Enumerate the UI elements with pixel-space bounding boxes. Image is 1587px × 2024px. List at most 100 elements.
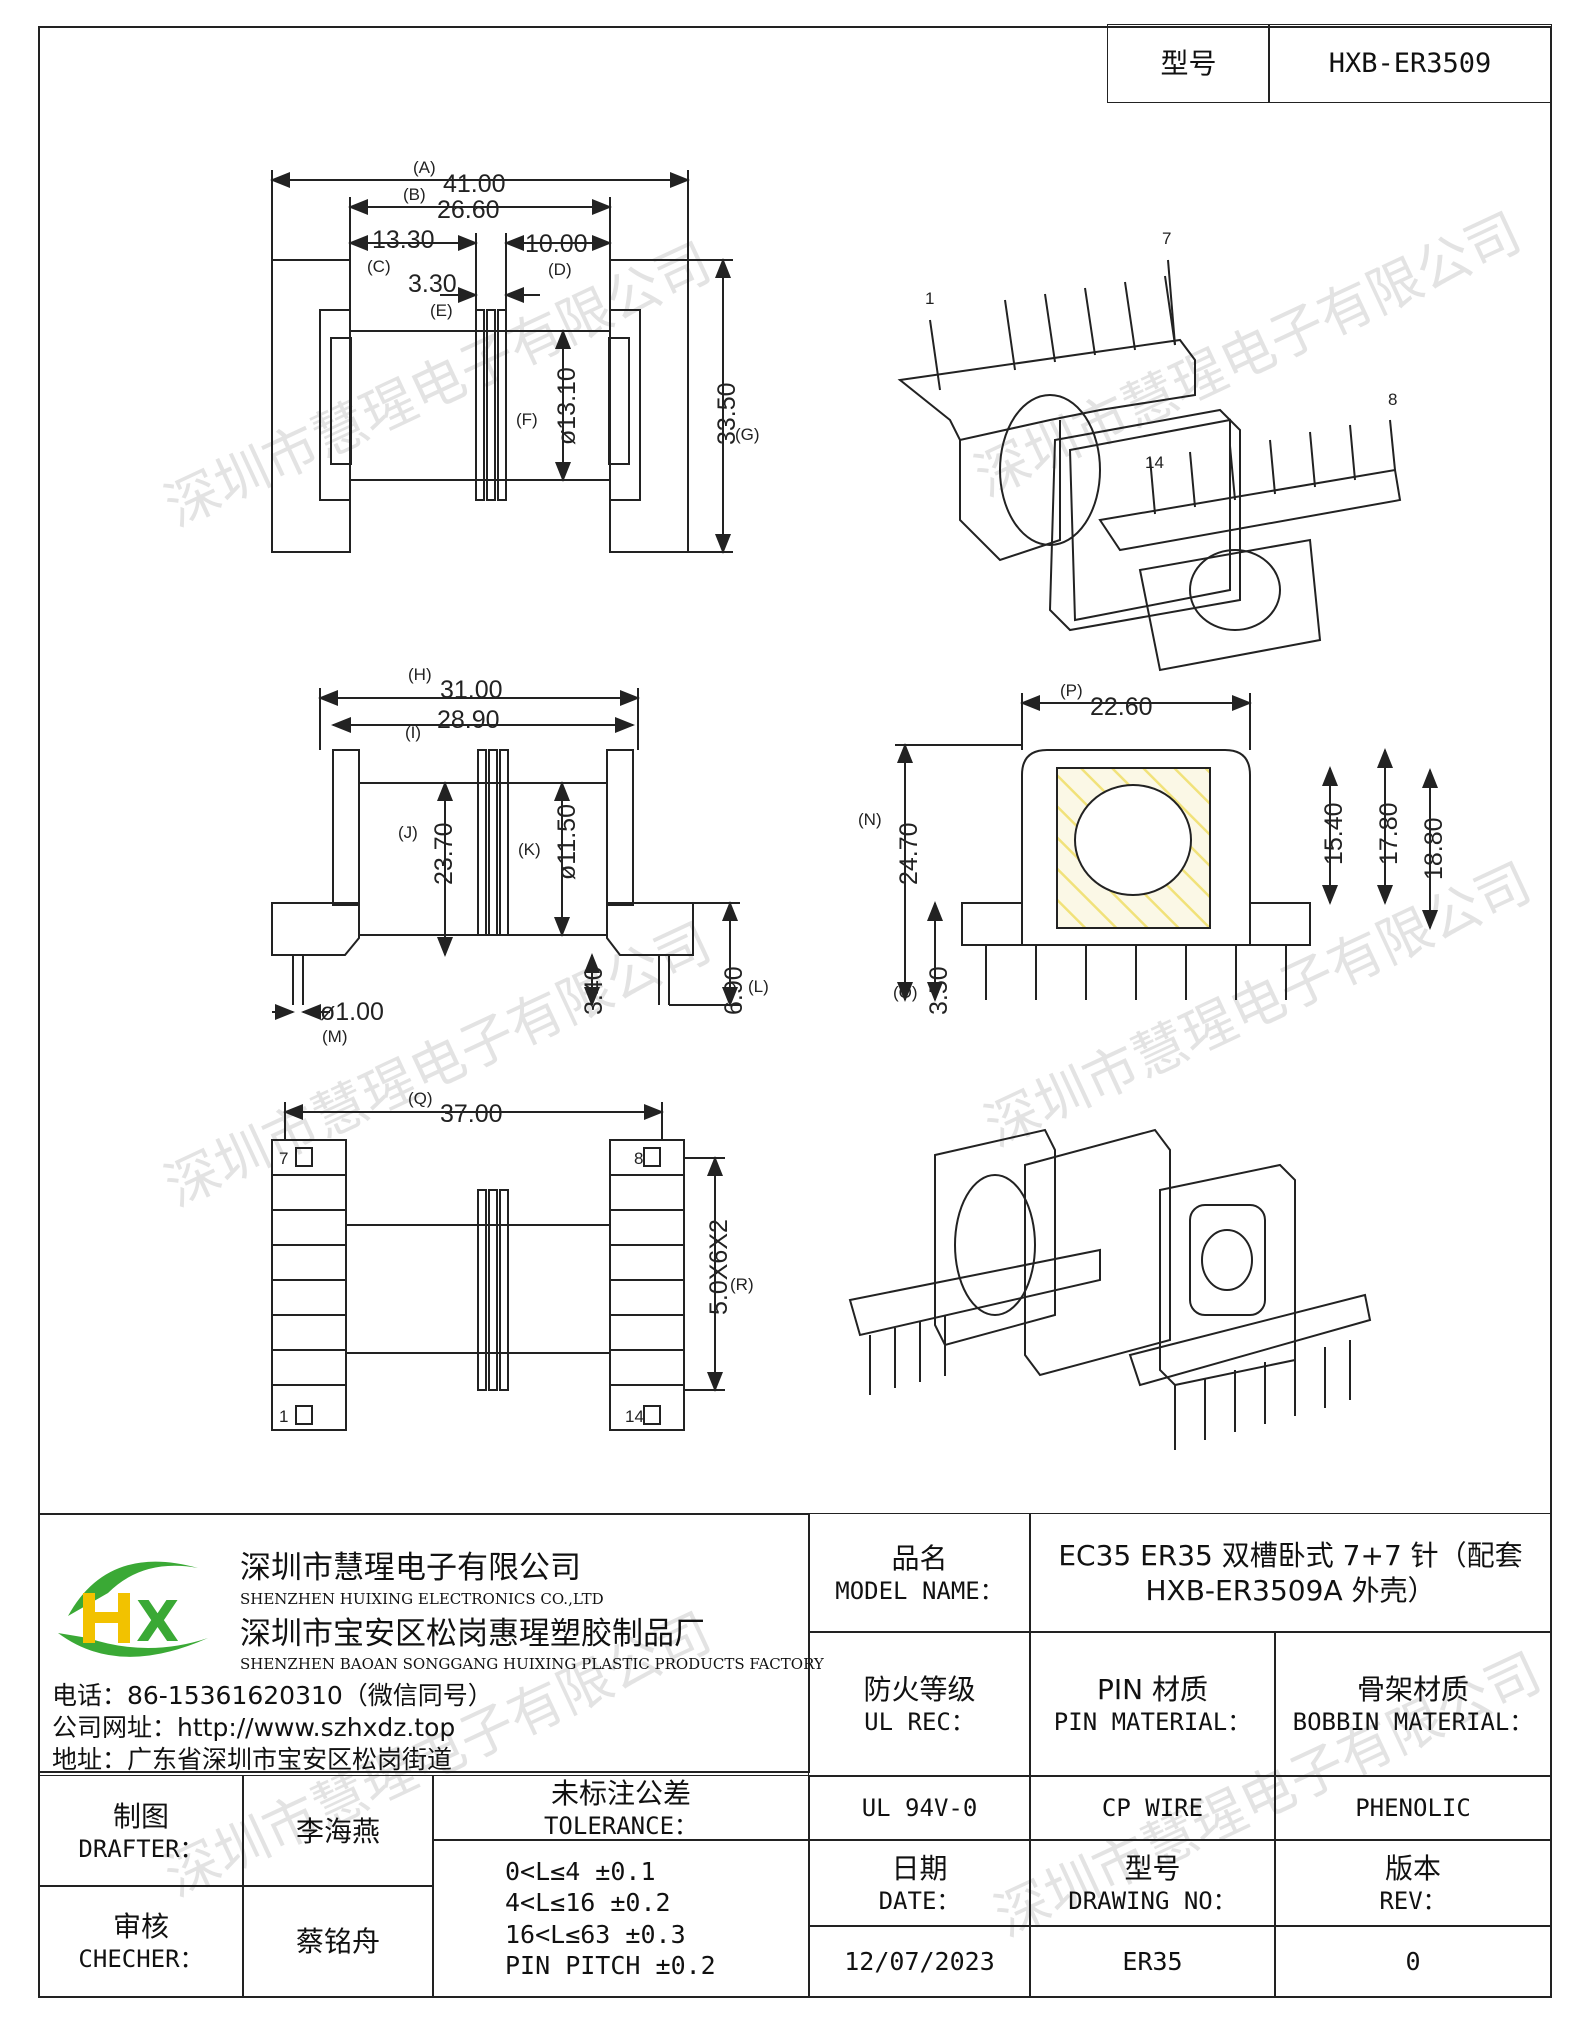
dim-l-label: (L): [748, 977, 769, 996]
pin-material-label-cn: PIN 材质: [1097, 1672, 1208, 1706]
drawing-no-label-en: DRAWING NO：: [1068, 1886, 1237, 1915]
technical-drawings: (A) 41.00 (B) 26.60 13.30 (C) 10.00 (D) …: [270, 158, 1448, 1450]
pin-row-top: [929, 259, 1396, 515]
dim-m-label: (M): [322, 1027, 347, 1046]
dim-a-value: 41.00: [443, 170, 506, 198]
bottom-pin-14: 14: [625, 1407, 644, 1426]
checker-label-cell: 审核 CHECHER：: [38, 1885, 244, 1998]
model-value-cell: HXB-ER3509: [1268, 24, 1552, 103]
logo-swoosh-bottom-icon: [58, 1633, 208, 1657]
dim-r-label: (R): [730, 1275, 754, 1294]
product-name-label-cn: 品名: [891, 1541, 948, 1575]
bottom-pin-7: 7: [279, 1149, 288, 1168]
ul-rec-label-cell: 防火等级 UL REC：: [808, 1631, 1031, 1777]
dim-f-value: ø13.10: [553, 367, 581, 445]
bobbin-material-label-en: BOBBIN MATERIAL：: [1292, 1707, 1534, 1736]
logo-swoosh-top-icon: [68, 1561, 198, 1616]
model-value: HXB-ER3509: [1328, 47, 1492, 79]
factory-name-cn: 深圳市宝安区松岗惠瑆塑胶制品厂: [240, 1616, 705, 1652]
tolerance-label-cell: 未标注公差 TOLERANCE：: [432, 1775, 810, 1841]
tolerance-line: 0<L≤4 ±0.1: [505, 1857, 656, 1886]
ul-value-cell: UL 94V-0: [808, 1775, 1031, 1841]
end-view-drawing: [895, 693, 1438, 1002]
dim-h-value: 31.00: [440, 676, 503, 704]
side-view-drawing: [271, 688, 740, 1020]
pin-material-label-cell: PIN 材质 PIN MATERIAL：: [1029, 1631, 1276, 1777]
dim-k-value: ø11.50: [553, 804, 581, 880]
pin-material-value-cell: CP WIRE: [1029, 1775, 1276, 1841]
date-value-cell: 12/07/2023: [808, 1925, 1031, 1998]
bottom-view-drawing: [271, 1102, 725, 1431]
model-label: 型号: [1160, 47, 1217, 80]
dim-m-value: ø1.00: [320, 998, 384, 1026]
front-view-drawing: [270, 170, 733, 554]
dim-q-value: 37.00: [440, 1100, 503, 1128]
drafter-name-cell: 李海燕: [242, 1775, 434, 1887]
pin-material-label-en: PIN MATERIAL：: [1053, 1707, 1252, 1736]
dim-17-80: 17.80: [1375, 802, 1403, 865]
drafter-label-cn: 制图: [112, 1799, 169, 1833]
isometric-view-bottom-drawing: [848, 1128, 1372, 1450]
tolerance-label-cn: 未标注公差: [550, 1776, 691, 1810]
dim-l-value: 6.90: [720, 966, 748, 1015]
dim-15-40: 15.40: [1320, 802, 1348, 865]
checker-name-cell: 蔡铭舟: [242, 1885, 434, 1998]
checker-label-cn: 审核: [112, 1910, 169, 1943]
logo-x-letter: X: [136, 1590, 179, 1655]
product-name-value-line2: HXB-ER3509A 外壳）: [1145, 1574, 1436, 1607]
bobbin-material-label-cn: 骨架材质: [1356, 1672, 1469, 1706]
bottom-pin-8: 8: [634, 1149, 643, 1168]
company-name-cn: 深圳市慧瑆电子有限公司: [240, 1550, 581, 1586]
ul-rec-label-en: UL REC：: [864, 1707, 975, 1736]
dim-b-value: 26.60: [437, 196, 500, 224]
product-name-value-line1: EC35 ER35 双槽卧式 7+7 针（配套: [1058, 1539, 1523, 1572]
dim-p-value: 22.60: [1090, 693, 1153, 721]
dim-j-value: 23.70: [430, 822, 458, 885]
dim-d-label: (D): [548, 260, 572, 279]
dim-g-label: (G): [735, 425, 760, 444]
dim-j-label: (J): [398, 823, 418, 842]
bobbin-material-label-cell: 骨架材质 BOBBIN MATERIAL：: [1274, 1631, 1552, 1777]
ul-value: UL 94V-0: [861, 1794, 978, 1822]
dim-a-label: (A): [413, 158, 436, 177]
bobbin-material-value-cell: PHENOLIC: [1274, 1775, 1552, 1841]
rev-label-cn: 版本: [1384, 1851, 1441, 1885]
pin-label-7: 7: [1162, 229, 1171, 248]
tolerance-line: 16<L≤63 ±0.3: [505, 1919, 686, 1949]
company-name-en: SHENZHEN HUIXING ELECTRONICS CO.,LTD: [240, 1590, 604, 1608]
dim-n-value: 24.70: [895, 822, 923, 885]
dim-h-label: (H): [408, 665, 432, 684]
company-website: 公司网址：http://www.szhxdz.top: [52, 1713, 456, 1742]
pin-material-value: CP WIRE: [1101, 1794, 1204, 1822]
checker-name: 蔡铭舟: [295, 1925, 380, 1958]
dim-n-label: (N): [858, 810, 882, 829]
dim-18-80: 18.80: [1420, 817, 1448, 880]
tolerance-values-cell: 0<L≤4 ±0.1 4<L≤16 ±0.2 16<L≤63 ±0.3 PIN …: [432, 1839, 810, 1998]
dim-b-label: (B): [403, 185, 426, 204]
pin-label-1: 1: [925, 289, 934, 308]
dim-g-value: 33.50: [713, 382, 741, 445]
dim-f-label: (F): [516, 410, 538, 429]
company-address: 地址：广东省深圳市宝安区松岗街道: [52, 1745, 453, 1774]
date-label-cell: 日期 DATE：: [808, 1839, 1031, 1927]
rev-value-cell: 0: [1274, 1925, 1552, 1998]
drafter-label-en: DRAFTER：: [78, 1834, 204, 1863]
product-name-value-cell: EC35 ER35 双槽卧式 7+7 针（配套 HXB-ER3509A 外壳）: [1029, 1513, 1552, 1633]
rev-value: 0: [1405, 1946, 1421, 1976]
product-name-label-en: MODEL NAME：: [835, 1576, 1004, 1605]
dim-i-value: 28.90: [437, 706, 500, 734]
dim-l2-value: 3.40: [580, 966, 608, 1015]
dim-c-label: (C): [367, 257, 391, 276]
drawing-no-label-cell: 型号 DRAWING NO：: [1029, 1839, 1276, 1927]
drafter-label-cell: 制图 DRAFTER：: [38, 1775, 244, 1887]
date-label-en: DATE：: [878, 1886, 961, 1915]
dim-o-label: (O): [893, 983, 918, 1002]
product-name-label-cell: 品名 MODEL NAME：: [808, 1513, 1031, 1633]
company-area: [38, 1513, 810, 1773]
checker-label-en: CHECHER：: [78, 1945, 204, 1973]
dim-e-value: 3.30: [408, 270, 457, 298]
dim-e-label: (E): [430, 301, 453, 320]
model-label-cell: 型号: [1107, 24, 1270, 103]
bobbin-material-value: PHENOLIC: [1355, 1794, 1471, 1822]
tolerance-label-en: TOLERANCE：: [543, 1811, 699, 1840]
